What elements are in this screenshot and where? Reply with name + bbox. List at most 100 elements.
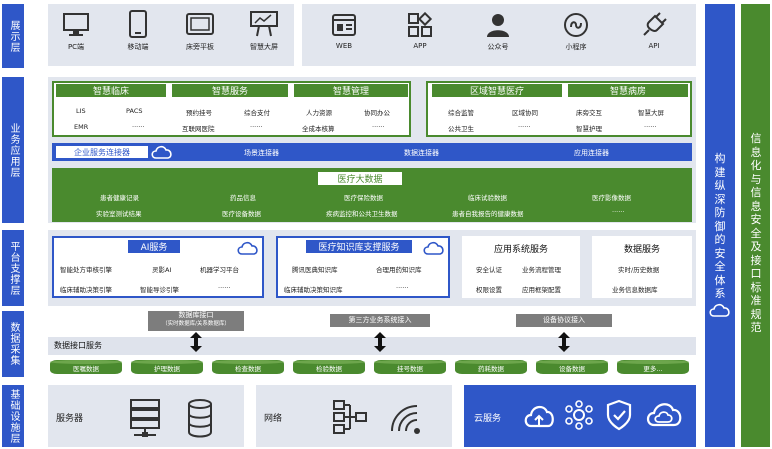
- wechat-label: 公众号: [487, 43, 509, 51]
- layer-platform: 平台支撑层: [2, 230, 24, 306]
- bigdata-item: 临床试验数据: [468, 194, 507, 202]
- service-item: 综合支付: [244, 109, 270, 117]
- security-column: [705, 4, 735, 447]
- data-cylinder: 药耗数据: [455, 360, 527, 374]
- connector-item: 应用连接器: [574, 149, 609, 157]
- tablet-label: 床旁平板: [186, 43, 214, 51]
- data-cylinder: 设备数据: [536, 360, 608, 374]
- tablet-device: 床旁平板: [178, 12, 222, 52]
- data-cylinder: 护理数据: [131, 360, 203, 374]
- web-icon: [332, 14, 356, 36]
- knowledge-title: 医疗知识库支撑服务: [306, 240, 412, 253]
- bigdata-item: 疾病监控和公共卫生数据: [326, 210, 398, 218]
- ward-item: ......: [644, 121, 657, 129]
- manage-item: ......: [372, 121, 385, 129]
- db-interface-label: 数据库接口: [178, 311, 214, 319]
- service-item: 预约挂号: [186, 109, 212, 117]
- web-label: WEB: [335, 42, 353, 50]
- ward-item: 智慧护理: [576, 125, 602, 133]
- bigdata-item: 实验室测试结果: [96, 210, 142, 218]
- standard-column: [741, 4, 770, 447]
- mobile-device: 移动端: [118, 10, 158, 52]
- manage-item: 全成本核算: [302, 125, 335, 133]
- manage-item: 人力资源: [306, 109, 332, 117]
- data-interface-label: 数据接口服务: [54, 341, 102, 350]
- collect-panel: [48, 337, 696, 355]
- app-service-item: 应用框架配置: [522, 286, 561, 294]
- mobile-icon: [129, 10, 147, 38]
- regional-item: 综合监管: [448, 109, 474, 117]
- bigdata-item: 医疗保险数据: [344, 194, 383, 202]
- network-label: 网络: [264, 414, 283, 424]
- web-channel: WEB: [324, 12, 364, 50]
- shield-check-icon: [606, 399, 632, 431]
- app-label: APP: [413, 42, 427, 50]
- service-title: 智慧服务: [172, 84, 288, 97]
- clinical-item: EMR: [74, 123, 89, 131]
- bigdata-item: 医疗影像数据: [592, 194, 631, 202]
- bigscreen-label: 智慧大屏: [250, 43, 278, 51]
- regional-item: 公共卫生: [448, 125, 474, 133]
- ai-item: 临床辅助决策引擎: [60, 286, 112, 294]
- double-arrow-icon: [190, 332, 202, 352]
- regional-title: 区域智慧医疗: [432, 84, 562, 97]
- server-label: 服务器: [56, 414, 84, 424]
- bigdata-item: 患者健康记录: [100, 194, 139, 202]
- app-icon: [408, 12, 433, 37]
- app-service-item: 安全认证: [476, 266, 502, 274]
- third-party-tag: 第三方业务系统接入: [330, 314, 430, 327]
- bigdata-title: 医疗大数据: [318, 172, 402, 185]
- mobile-label: 移动端: [127, 43, 149, 51]
- ai-item: 智能导诊引擎: [140, 286, 179, 294]
- clinical-item: ......: [132, 121, 145, 129]
- clinical-title: 智慧临床: [56, 84, 166, 97]
- cloud-icon: [237, 241, 258, 255]
- app-service-box: [462, 236, 580, 298]
- bigdata-item: ......: [612, 206, 625, 214]
- plug-icon: [643, 12, 667, 36]
- layer-business: 业务应用层: [2, 77, 24, 223]
- regional-item: 区域协同: [512, 109, 538, 117]
- ai-item: 机器学习平台: [200, 266, 239, 274]
- db-interface-tag: 数据库接口 （实时数据库/关系数据库）: [148, 311, 244, 331]
- data-cylinder: 更多...: [617, 360, 689, 374]
- network-hub-icon: [565, 400, 593, 430]
- layer-collect: 数据采集: [2, 311, 24, 377]
- network-topology-icon: [333, 400, 367, 434]
- connector-item: 场景连接器: [244, 149, 279, 157]
- tablet-icon: [186, 13, 214, 35]
- data-service-item: 实时/历史数据: [618, 266, 660, 274]
- db-interface-sub: （实时数据库/关系数据库）: [162, 321, 230, 327]
- ward-item: 智慧大屏: [638, 109, 664, 117]
- device-protocol-tag: 设备协议接入: [516, 314, 612, 327]
- ai-item: 灵影AI: [152, 266, 172, 274]
- cloud-icon: [646, 403, 682, 427]
- connector-title-box: 企业服务连接器: [56, 146, 148, 158]
- clinical-item: PACS: [126, 107, 143, 115]
- data-service-item: 业务信息数据库: [612, 286, 658, 294]
- app-service-title: 应用系统服务: [493, 245, 548, 255]
- app-service-item: 权限设置: [476, 286, 502, 294]
- miniprogram-icon: [564, 13, 588, 37]
- bigscreen-icon: [250, 11, 278, 37]
- double-arrow-icon: [558, 332, 570, 352]
- pc-device: PC端: [56, 12, 96, 52]
- data-service-title: 数据服务: [623, 245, 660, 255]
- wechat-channel: 公众号: [478, 12, 518, 52]
- ai-item: 智能处方审核引擎: [60, 266, 112, 274]
- bigdata-item: 患者自我报告的健康数据: [452, 210, 524, 218]
- server-rack-icon: [130, 399, 160, 437]
- knowledge-item: ......: [396, 282, 409, 290]
- double-arrow-icon: [374, 332, 386, 352]
- data-service-box: [592, 236, 692, 298]
- cloud-icon: [709, 303, 730, 317]
- bigdata-item: 药品信息: [230, 194, 256, 202]
- data-cylinder: 检查数据: [212, 360, 284, 374]
- data-cylinder: 挂号数据: [374, 360, 446, 374]
- layer-display: 展示层: [2, 4, 24, 68]
- app-channel: APP: [400, 12, 440, 50]
- ward-item: 床旁交互: [576, 109, 602, 117]
- app-service-item: 业务流程管理: [522, 266, 561, 274]
- knowledge-item: 合理用药知识库: [376, 266, 422, 274]
- miniprogram-label: 小程序: [565, 43, 587, 51]
